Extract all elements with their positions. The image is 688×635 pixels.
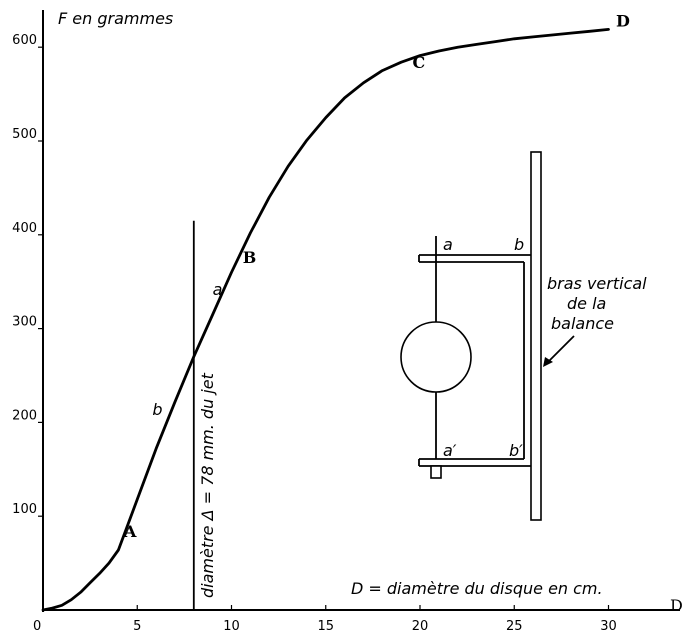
callout-line-2: de la — [567, 294, 606, 313]
weight-block — [430, 465, 442, 479]
x-tick-label: 20 — [412, 619, 429, 634]
jet-diameter-label: diamètre Δ = 78 mm. du jet — [198, 372, 217, 598]
curve-label-c: C — [412, 53, 425, 72]
x-tick-label: 5 — [133, 619, 141, 634]
x-axis-end-label: D — [670, 596, 683, 615]
y-tick-label: 500 — [12, 127, 37, 142]
origin-label: 0 — [33, 619, 41, 634]
x-axis-title: D = diamètre du disque en cm. — [351, 579, 603, 598]
y-tick-label: 600 — [12, 33, 37, 48]
inset-label-b: b — [514, 235, 524, 254]
callout-arrow-line — [545, 335, 575, 365]
y-axis-title: F en grammes — [58, 9, 173, 28]
x-tick-label: 30 — [600, 619, 617, 634]
curve-label-a: a — [213, 280, 223, 299]
y-tick-label: 200 — [12, 408, 37, 423]
inset-label-b-prime: b′ — [509, 441, 523, 460]
callout-line-1: bras vertical — [547, 274, 647, 293]
vertical-arm — [530, 151, 542, 521]
x-tick-label: 15 — [317, 619, 334, 634]
callout-arrowhead — [543, 357, 553, 367]
curve-label-d: D — [616, 12, 630, 31]
x-tick-label: 10 — [223, 619, 240, 634]
curve-label-a: A — [123, 522, 137, 541]
y-tick-label: 300 — [12, 315, 37, 330]
force-curve — [41, 28, 610, 612]
y-tick-label: 400 — [12, 221, 37, 236]
balance-diagram: a b a′ b′ bras vertical de la balance — [400, 151, 647, 521]
curve-label-b: B — [243, 248, 257, 267]
callout-line-3: balance — [551, 314, 614, 333]
y-tick-label: 100 — [12, 502, 37, 517]
disc — [400, 321, 472, 393]
inset-label-a: a — [443, 235, 453, 254]
tick-group: 5 10 15 20 25 30 100 200 300 400 500 600 — [12, 33, 617, 634]
inset-label-a-prime: a′ — [443, 441, 457, 460]
x-tick-label: 25 — [506, 619, 523, 634]
curve-label-b: b — [152, 400, 162, 419]
